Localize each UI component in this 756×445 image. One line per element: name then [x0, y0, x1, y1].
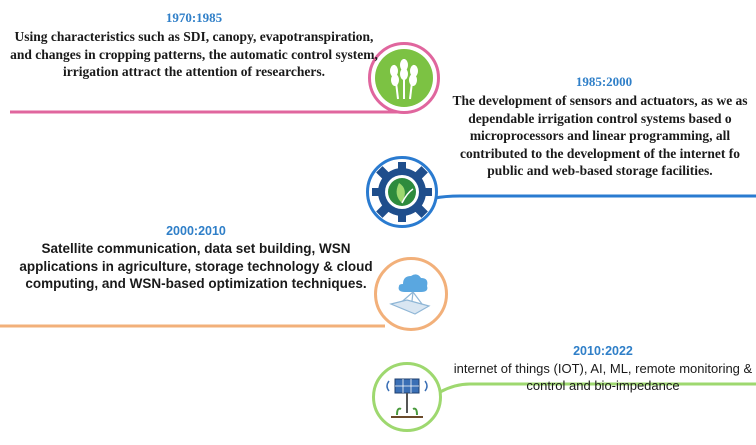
milestone-2000-2010: 2000:2010 Satellite communication, data … — [16, 224, 376, 293]
milestone-period: 2010:2022 — [573, 344, 633, 358]
gear-leaf-icon — [366, 156, 438, 228]
connector-1985-2000 — [414, 194, 756, 207]
milestone-description: Satellite communication, data set buildi… — [19, 241, 373, 291]
milestone-2010-2022: 2010:2022 internet of things (IOT), AI, … — [450, 344, 756, 394]
cloud-network-icon — [374, 257, 448, 331]
milestone-period: 2000:2010 — [166, 224, 226, 238]
milestone-1970-1985: 1970:1985 Using characteristics such as … — [8, 10, 380, 81]
milestone-period: 1985:2000 — [575, 74, 633, 89]
milestone-period: 1970:1985 — [165, 10, 223, 25]
milestone-description: Using characteristics such as SDI, canop… — [10, 29, 378, 79]
connector-2010-2022 — [439, 382, 756, 394]
connector-1970-1985 — [10, 99, 430, 114]
milestone-description: internet of things (IOT), AI, ML, remote… — [453, 361, 753, 393]
solar-sensor-icon — [372, 362, 442, 432]
milestone-1985-2000: 1985:2000 The development of sensors and… — [444, 74, 756, 180]
wheat-icon — [368, 42, 440, 114]
milestone-description: The development of sensors and actuators… — [452, 93, 748, 178]
